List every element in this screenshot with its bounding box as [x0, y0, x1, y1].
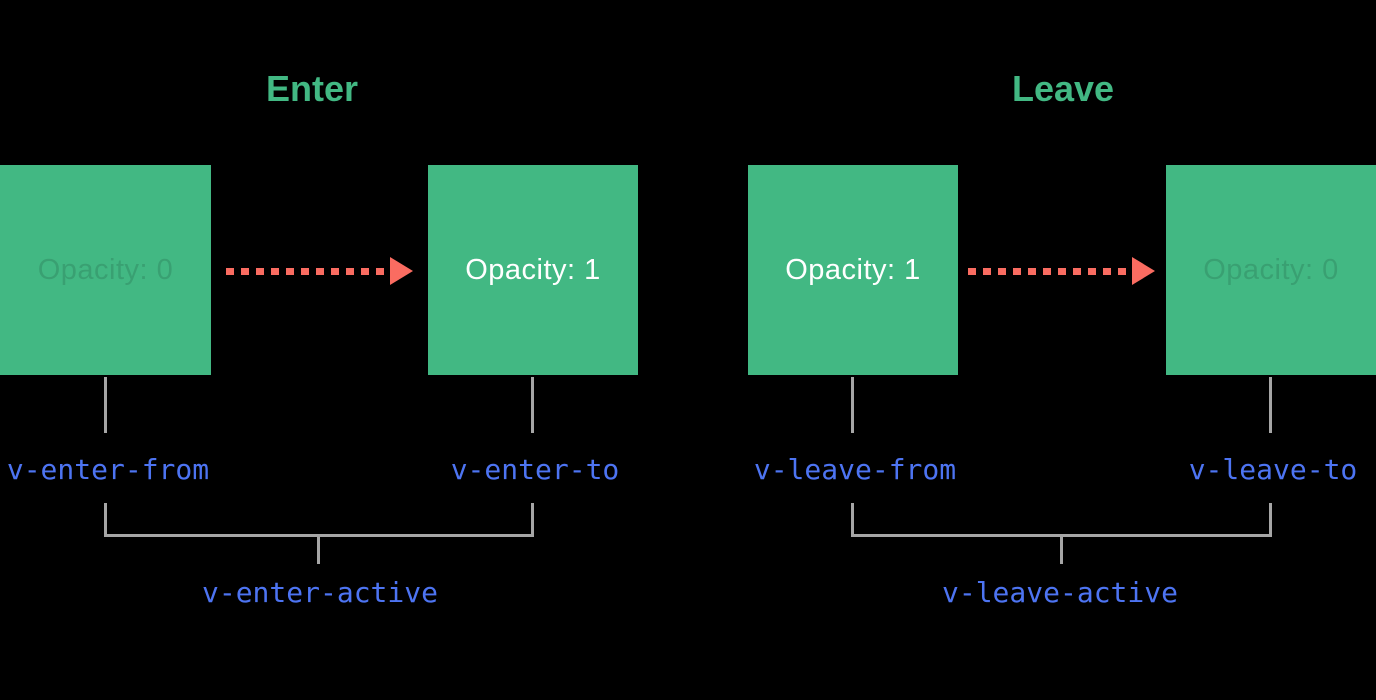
leave-from-box: Opacity: 1 — [748, 165, 958, 375]
enter-to-connector-line — [531, 377, 534, 433]
enter-to-box-label: Opacity: 1 — [465, 253, 601, 286]
enter-from-box-label: Opacity: 0 — [37, 253, 174, 286]
enter-arrow-dashed-line — [226, 267, 390, 275]
leave-to-box-label: Opacity: 0 — [1203, 253, 1339, 286]
v-enter-from-class-label: v-enter-from — [6, 453, 210, 486]
enter-arrow-head-icon — [390, 257, 413, 285]
leave-arrow-head-icon — [1132, 257, 1155, 285]
enter-transition-arrow — [226, 257, 413, 285]
leave-from-box-label: Opacity: 1 — [785, 253, 921, 286]
leave-transition-arrow — [968, 257, 1155, 285]
v-enter-active-class-label: v-enter-active — [201, 576, 438, 609]
leave-from-connector-line — [851, 377, 854, 433]
enter-section-title: Enter — [265, 68, 359, 109]
leave-active-bracket — [851, 503, 1272, 537]
v-enter-to-class-label: v-enter-to — [450, 453, 620, 486]
leave-arrow-dashed-line — [968, 267, 1132, 275]
v-leave-active-class-label: v-leave-active — [941, 576, 1178, 609]
v-leave-from-class-label: v-leave-from — [753, 453, 957, 486]
leave-to-box: Opacity: 0 — [1166, 165, 1376, 375]
enter-from-box: Opacity: 0 — [0, 165, 211, 375]
enter-from-connector-line — [104, 377, 107, 433]
leave-section-title: Leave — [1011, 68, 1115, 109]
enter-to-box: Opacity: 1 — [428, 165, 638, 375]
v-leave-to-class-label: v-leave-to — [1188, 453, 1358, 486]
enter-active-bracket-stem — [317, 537, 320, 564]
leave-to-connector-line — [1269, 377, 1272, 433]
enter-active-bracket — [104, 503, 534, 537]
leave-active-bracket-stem — [1060, 537, 1063, 564]
